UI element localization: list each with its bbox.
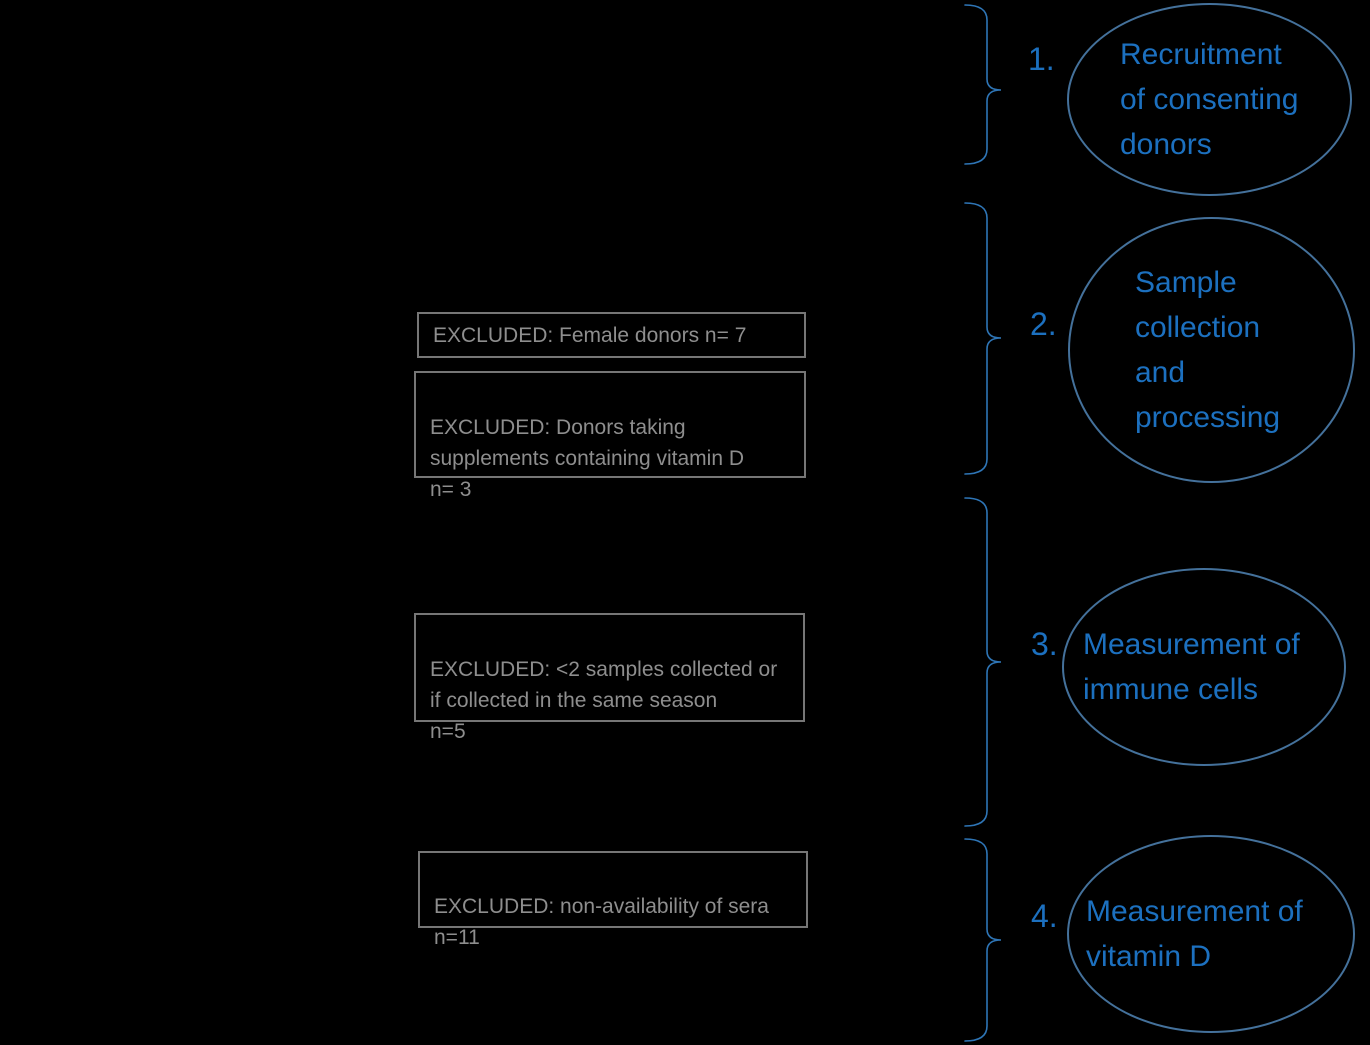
excluded-box-samples: EXCLUDED: <2 samples collected or if col… bbox=[414, 613, 805, 743]
stage-2-ellipse: Sample collection and processing bbox=[1068, 217, 1355, 483]
stage-3-number: 3. bbox=[1031, 626, 1058, 662]
excluded-box-text: EXCLUDED: Donors taking supplements cont… bbox=[430, 416, 744, 501]
excluded-box-supplements: EXCLUDED: Donors taking supplements cont… bbox=[414, 371, 806, 501]
stage-3-label: Measurement of immune cells bbox=[1083, 628, 1300, 706]
stage-4-label: Measurement of vitamin D bbox=[1086, 895, 1303, 973]
stage-2-number: 2. bbox=[1030, 306, 1057, 342]
stage-2-label: Sample collection and processing bbox=[1135, 266, 1281, 434]
stage-2-brace-icon bbox=[964, 202, 1002, 475]
stage-1-ellipse: Recruitment of consenting donors bbox=[1067, 3, 1352, 196]
stage-3-brace-icon bbox=[964, 497, 1002, 827]
excluded-box-text: EXCLUDED: non-availability of sera n=11 bbox=[434, 895, 769, 949]
excluded-box-female-donors: EXCLUDED: Female donors n= 7 bbox=[417, 312, 806, 358]
stage-1-label: Recruitment of consenting donors bbox=[1120, 38, 1299, 161]
stage-3-ellipse: Measurement of immune cells bbox=[1062, 568, 1346, 766]
stage-1-brace-icon bbox=[964, 4, 1002, 165]
stage-4-brace-icon bbox=[964, 838, 1002, 1042]
excluded-box-text: EXCLUDED: Female donors n= 7 bbox=[433, 323, 747, 347]
excluded-box-text: EXCLUDED: <2 samples collected or if col… bbox=[430, 658, 778, 743]
stage-4-ellipse: Measurement of vitamin D bbox=[1067, 835, 1355, 1033]
stage-1-number: 1. bbox=[1028, 41, 1055, 77]
excluded-box-sera: EXCLUDED: non-availability of sera n=11 bbox=[418, 851, 808, 949]
stage-4-number: 4. bbox=[1031, 898, 1058, 934]
